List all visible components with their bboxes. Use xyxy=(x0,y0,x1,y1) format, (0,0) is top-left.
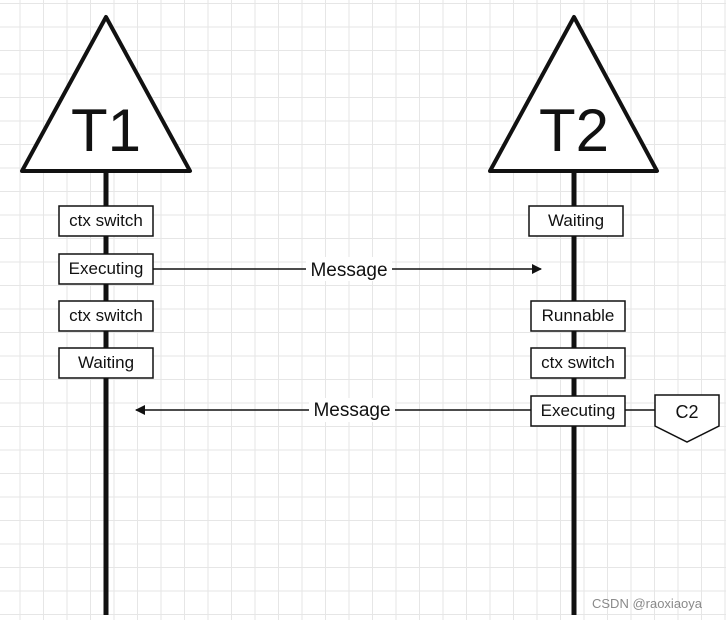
t1-label: T1 xyxy=(71,97,141,164)
t2-label: T2 xyxy=(539,97,609,164)
t2-triangle xyxy=(488,15,659,173)
t2-state-box: Waiting xyxy=(528,205,624,237)
svg-text:Runnable: Runnable xyxy=(542,306,615,325)
t2-state-box: Runnable xyxy=(530,300,626,332)
svg-text:ctx switch: ctx switch xyxy=(69,211,143,230)
t1-state-box: ctx switch xyxy=(58,205,154,237)
svg-text:ctx switch: ctx switch xyxy=(69,306,143,325)
svg-text:Waiting: Waiting xyxy=(78,353,134,372)
svg-text:Executing: Executing xyxy=(541,401,616,420)
t1-triangle xyxy=(20,15,192,173)
t1-state-box: Waiting xyxy=(58,347,154,379)
message-label: Message xyxy=(310,260,387,281)
message-arrow-t1-to-t2: Message xyxy=(153,257,542,281)
watermark: CSDN @raoxiaoya xyxy=(592,596,703,611)
message-arrow-t2-to-t1: Message xyxy=(135,398,531,422)
svg-text:Executing: Executing xyxy=(69,259,144,278)
message-label: Message xyxy=(313,400,390,421)
t1-state-box: ctx switch xyxy=(58,300,154,332)
c2-label: C2 xyxy=(675,402,698,422)
t1-head: T1 xyxy=(20,15,192,173)
t2-state-box: ctx switch xyxy=(530,347,626,379)
c2-connector: C2 xyxy=(625,394,720,443)
t2-head: T2 xyxy=(488,15,659,173)
svg-text:Waiting: Waiting xyxy=(548,211,604,230)
svg-text:ctx switch: ctx switch xyxy=(541,353,615,372)
t2-state-box: Executing xyxy=(530,395,626,427)
c2-shape xyxy=(654,394,720,443)
t1-state-box: Executing xyxy=(58,253,154,285)
